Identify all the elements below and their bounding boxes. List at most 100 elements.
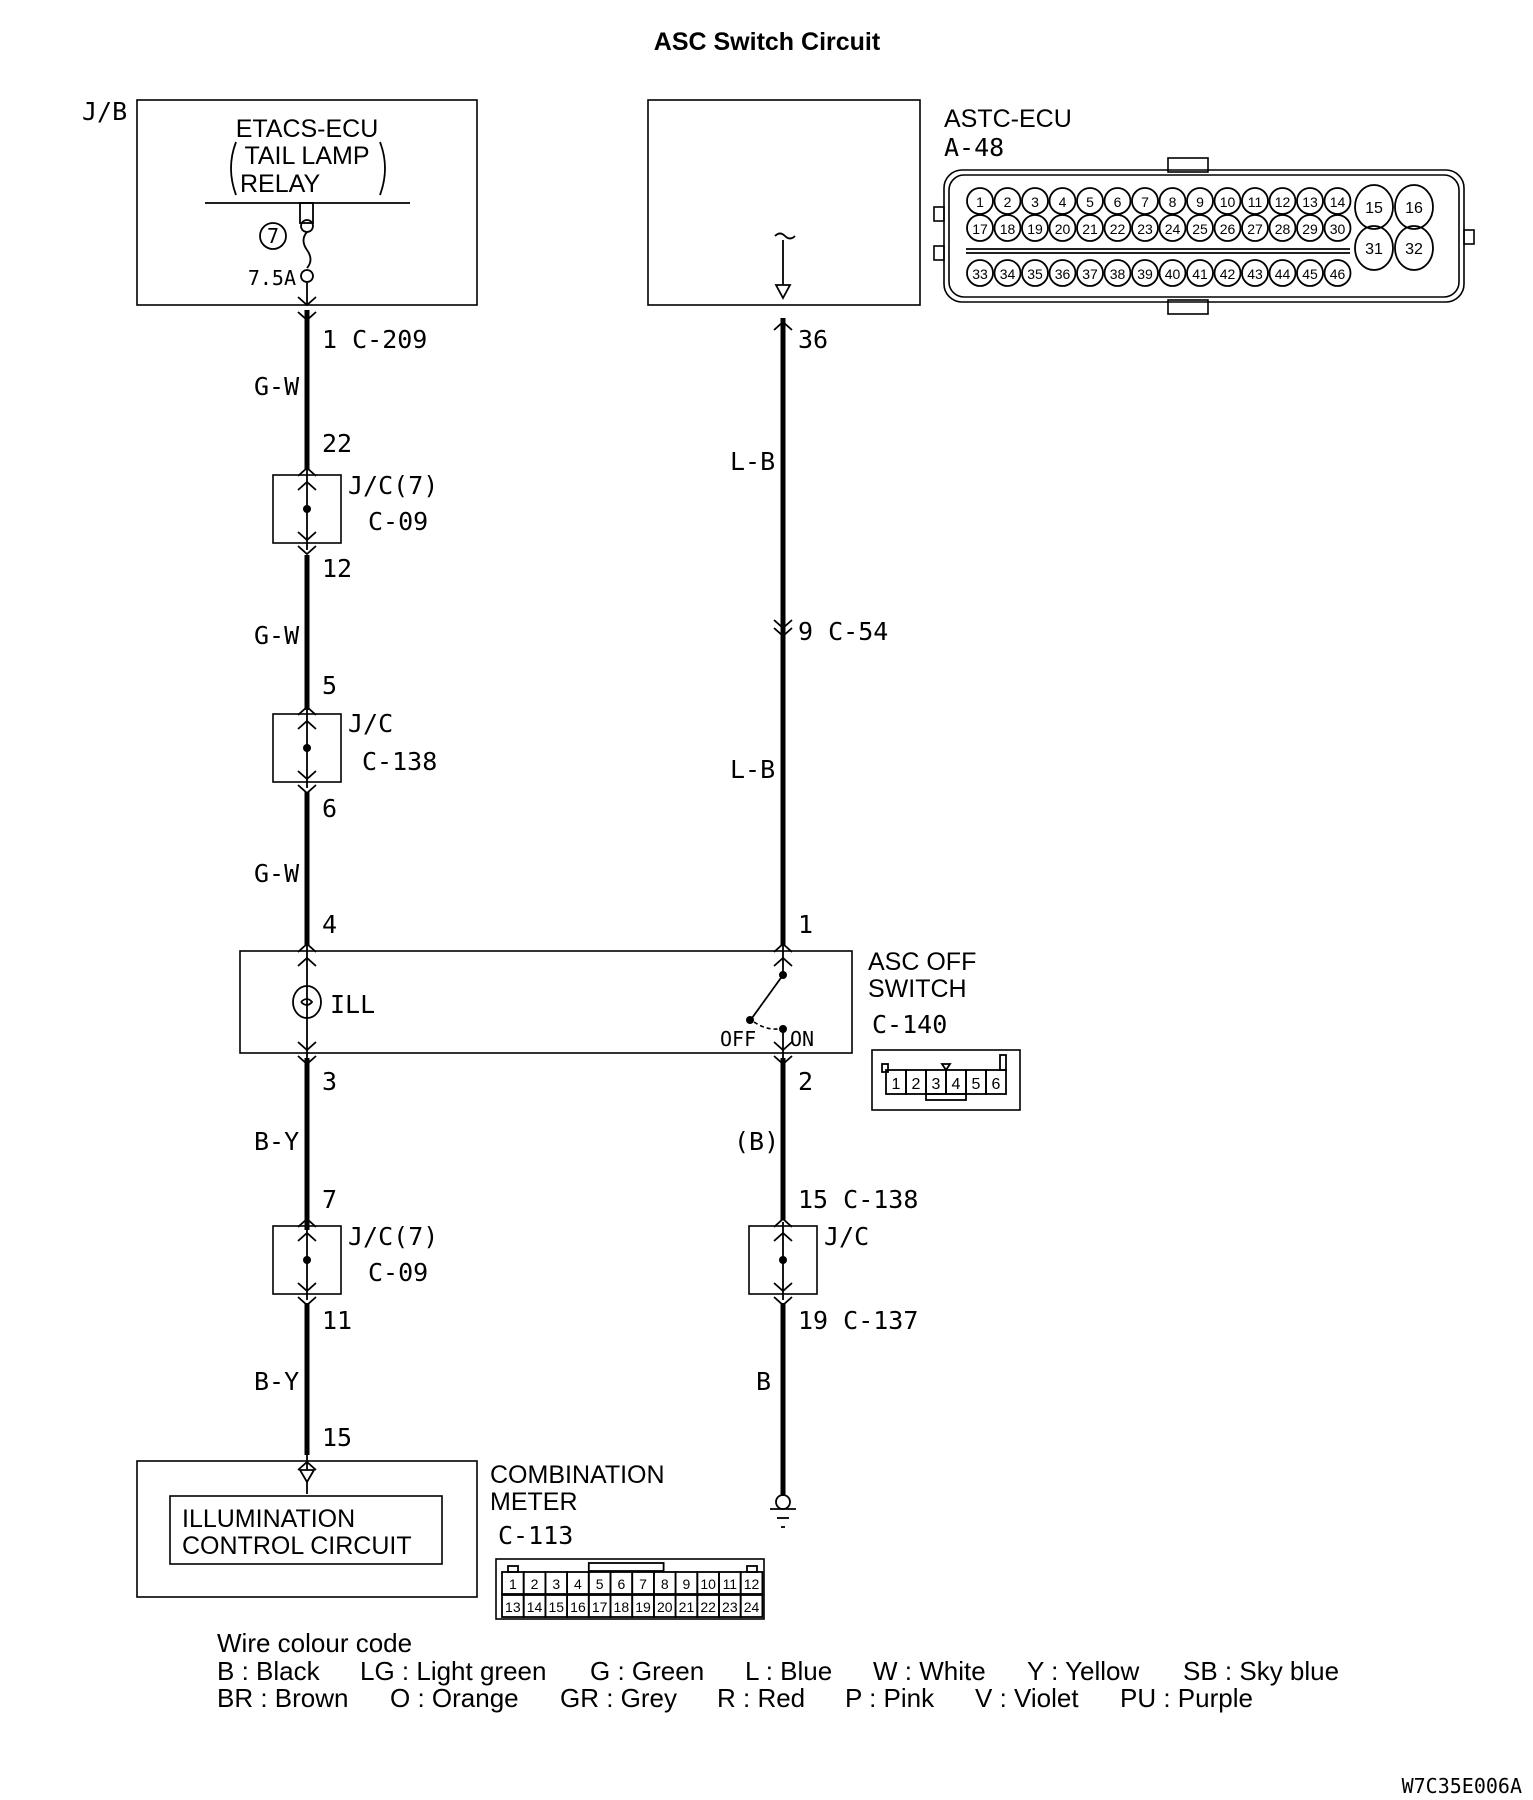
pin-c54: 9 C-54 (798, 617, 888, 646)
pin-number: 1 (976, 194, 984, 210)
pin-cavity (1131, 214, 1159, 242)
pin-number: 4 (1059, 194, 1067, 210)
right-circuit: 36 L-B 9 C-54 L-B 1 2 (B) 15 C-138 J/C 1… (730, 318, 918, 1528)
legend-item: BR : Brown (217, 1683, 349, 1713)
inner-line1: ILLUMINATION (182, 1505, 355, 1533)
pin-cavity (1186, 259, 1214, 287)
legend-item: B : Black (217, 1656, 321, 1686)
lock-tab (881, 1063, 889, 1073)
pin-c138: 15 C-138 (798, 1185, 918, 1214)
pin-number: 4 (574, 1576, 582, 1592)
pin-number: 28 (1275, 221, 1291, 237)
pin-cell (985, 1069, 1007, 1095)
switch-connector: C-140 (872, 1010, 947, 1039)
pin-2: 2 (798, 1067, 813, 1096)
pin-3: 3 (322, 1067, 337, 1096)
wire-label-by2: B-Y (254, 1367, 299, 1396)
pin-cavity (1076, 259, 1104, 287)
pin-11: 11 (322, 1306, 352, 1335)
meter-name-line2: METER (490, 1488, 578, 1516)
pin-number: 24 (1165, 221, 1181, 237)
chevron-up-icon (773, 956, 793, 967)
chevron-down-icon (297, 296, 317, 307)
fuse-number: 7 (267, 224, 279, 248)
pin-number: 15 (1365, 200, 1383, 217)
pin-cavity (1048, 187, 1077, 215)
pin-cavity (1048, 214, 1077, 242)
pin-cavity (1021, 259, 1049, 287)
chevron-down-icon (297, 1296, 317, 1307)
pin-number: 12 (1275, 194, 1291, 210)
pin-5: 5 (322, 671, 337, 700)
pin-number: 14 (527, 1599, 543, 1615)
fuse-terminal-bottom (300, 269, 314, 283)
jb-label: J/B (82, 97, 127, 126)
pin-cavity (966, 259, 994, 287)
pin-36: 36 (798, 325, 828, 354)
jc3-connector: C-09 (368, 1258, 428, 1287)
pin-number: 38 (1110, 266, 1126, 282)
wire-label-lb2: L-B (730, 755, 775, 784)
pin-6: 6 (322, 794, 337, 823)
pin-cavity (993, 214, 1022, 242)
pin-cavity (1158, 259, 1187, 287)
side-key (933, 206, 945, 222)
pin-cavity (1213, 214, 1242, 242)
legend-item: L : Blue (745, 1656, 832, 1686)
ac-signal-icon (774, 232, 796, 240)
pin-cavity (1048, 259, 1077, 287)
pin-number: 16 (570, 1599, 586, 1615)
pin-number: 7 (1141, 194, 1149, 210)
astc-ecu-box (647, 99, 921, 306)
pin-cavity (1241, 259, 1269, 287)
chevron-down-icon (297, 531, 317, 542)
switch-dashed-link (753, 1021, 779, 1030)
pin-number: 2 (531, 1576, 539, 1592)
right-paren (379, 141, 386, 196)
pin-number: 2 (1004, 194, 1012, 210)
off-label: OFF (720, 1027, 756, 1051)
pin-number: 13 (505, 1599, 521, 1615)
pin-number: 14 (1330, 194, 1346, 210)
splice-dot (303, 505, 311, 513)
jc4-label: J/C (824, 1222, 869, 1251)
etacs-name-line3: RELAY (240, 170, 320, 198)
pin-cavity (1103, 259, 1132, 287)
side-key (933, 245, 945, 261)
chevron-up-icon (297, 480, 317, 491)
switch-box (239, 950, 853, 1054)
wire-label-by1: B-Y (254, 1127, 299, 1156)
lock-tab (507, 1565, 519, 1573)
left-paren (230, 141, 237, 196)
wire-label-b-paren: (B) (734, 1127, 779, 1156)
pin-cavity (1241, 187, 1269, 215)
pin-cavity (1186, 214, 1214, 242)
chevron-up-icon (297, 942, 317, 953)
legend-item: LG : Light green (360, 1656, 546, 1686)
pin-cavity (1103, 214, 1132, 242)
pin-number: 5 (596, 1576, 604, 1592)
pin-number: 21 (1082, 221, 1098, 237)
pin-number: 4 (952, 1076, 961, 1093)
chevron-down-icon (297, 1041, 317, 1052)
pin-cavity (966, 214, 994, 242)
pin-c137: 19 C-137 (798, 1306, 918, 1335)
chevron-up-icon (297, 705, 317, 716)
pin-1: 1 (798, 910, 813, 939)
pin-cavity-large (1354, 225, 1394, 271)
pin-cavity (1186, 187, 1214, 215)
switch-blade-icon (751, 974, 784, 1019)
pin-number: 20 (1055, 221, 1071, 237)
chevron-down-icon (773, 1041, 793, 1052)
pin-number: 3 (932, 1076, 941, 1093)
pin-15: 15 (322, 1423, 352, 1452)
pin-number: 24 (744, 1599, 760, 1615)
pin-cavity (1213, 187, 1242, 215)
